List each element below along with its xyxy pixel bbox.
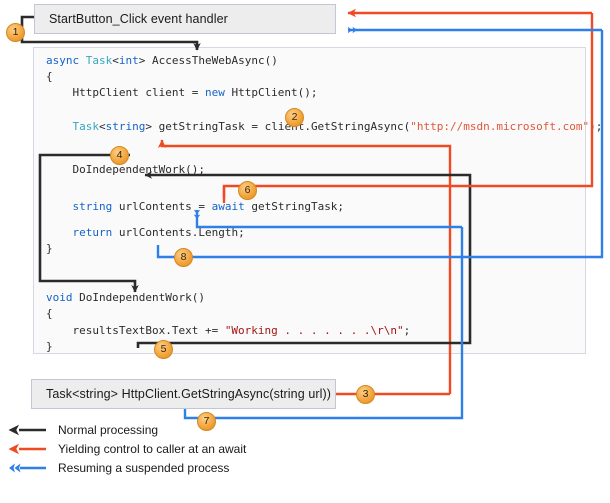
code-line-l1: async Task<int> AccessTheWebAsync() bbox=[46, 54, 278, 67]
code-token: "http://msdn.microsoft.com" bbox=[410, 120, 590, 133]
code-token: DoIndependentWork() bbox=[72, 291, 205, 304]
code-line-l8: } bbox=[46, 242, 53, 255]
code-token: async bbox=[46, 54, 86, 67]
code-token: > AccessTheWebAsync() bbox=[138, 54, 278, 67]
code-token: HttpClient(); bbox=[224, 86, 318, 99]
step-marker-7: 7 bbox=[197, 412, 216, 431]
code-line-l10: { bbox=[46, 307, 53, 320]
code-token: string bbox=[105, 120, 146, 133]
code-line-l5: DoIndependentWork(); bbox=[46, 163, 205, 176]
start-button-click-label: StartButton_Click event handler bbox=[49, 12, 228, 26]
getstringasync-label: Task<string> HttpClient.GetStringAsync(s… bbox=[46, 387, 332, 401]
legend-label-normal: Normal processing bbox=[58, 423, 159, 437]
code-token: urlContents = bbox=[112, 200, 212, 213]
code-token: resultsTextBox.Text += bbox=[46, 324, 225, 337]
code-token: return bbox=[72, 226, 113, 239]
code-token: await bbox=[211, 200, 245, 213]
wire-8-resuming bbox=[156, 26, 604, 259]
legend-arrow-yielding bbox=[8, 443, 46, 455]
code-token: } bbox=[46, 242, 53, 255]
wire-5-normal bbox=[136, 171, 472, 348]
code-token: < bbox=[99, 120, 106, 133]
code-line-l7: return urlContents.Length; bbox=[46, 226, 245, 239]
code-token: new bbox=[204, 86, 225, 99]
code-token: int bbox=[118, 54, 139, 67]
legend-item-yielding: Yielding control to caller at an await bbox=[8, 440, 246, 458]
step-marker-5: 5 bbox=[154, 340, 173, 359]
code-line-l3: HttpClient client = new HttpClient(); bbox=[46, 86, 318, 99]
step-marker-8: 8 bbox=[174, 248, 193, 267]
legend-label-resuming: Resuming a suspended process bbox=[58, 461, 230, 475]
start-button-click-box: StartButton_Click event handler bbox=[34, 4, 336, 34]
code-panel: async Task<int> AccessTheWebAsync(){ Htt… bbox=[33, 47, 602, 354]
code-line-l12: } bbox=[46, 340, 53, 353]
code-token: { bbox=[46, 70, 53, 83]
code-token: Task bbox=[85, 54, 113, 67]
step-marker-3: 3 bbox=[356, 385, 375, 404]
code-token: urlContents.Length; bbox=[112, 226, 245, 239]
code-token: void bbox=[46, 291, 73, 304]
wire-4-normal bbox=[38, 153, 139, 293]
legend-arrow-normal bbox=[8, 424, 46, 436]
step-marker-6: 6 bbox=[238, 181, 257, 200]
code-token: } bbox=[46, 340, 53, 353]
code-line-l11: resultsTextBox.Text += "Working . . . . … bbox=[46, 324, 410, 337]
code-token: "Working . . . . . . .\r\n" bbox=[224, 324, 404, 337]
step-marker-2: 2 bbox=[285, 108, 304, 127]
step-marker-1: 1 bbox=[6, 23, 25, 42]
legend-label-yielding: Yielding control to caller at an await bbox=[58, 442, 247, 456]
getstringasync-box: Task<string> HttpClient.GetStringAsync(s… bbox=[31, 379, 336, 409]
legend-item-normal: Normal processing bbox=[8, 421, 158, 439]
code-line-l9: void DoIndependentWork() bbox=[46, 291, 205, 304]
legend-arrow-resuming bbox=[9, 463, 46, 473]
code-token: string bbox=[72, 200, 113, 213]
code-token: getStringTask; bbox=[244, 200, 345, 213]
code-line-l6: string urlContents = await getStringTask… bbox=[46, 200, 345, 213]
code-token: DoIndependentWork(); bbox=[46, 163, 205, 176]
wire-7-resuming bbox=[183, 209, 464, 420]
wire-2-yielding bbox=[157, 139, 452, 394]
wire-1-normal bbox=[20, 15, 201, 51]
code-line-l4: Task<string> getStringTask = client.GetS… bbox=[46, 120, 603, 133]
code-token: < bbox=[112, 54, 119, 67]
code-token: Task bbox=[72, 120, 100, 133]
code-token: HttpClient client = bbox=[46, 86, 205, 99]
code-line-l2: { bbox=[46, 70, 53, 83]
code-token: { bbox=[46, 307, 53, 320]
wire-6-yielding bbox=[222, 13, 594, 203]
legend-item-resuming: Resuming a suspended process bbox=[8, 459, 229, 477]
code-token: ; bbox=[403, 324, 411, 337]
step-marker-4: 4 bbox=[110, 146, 129, 165]
